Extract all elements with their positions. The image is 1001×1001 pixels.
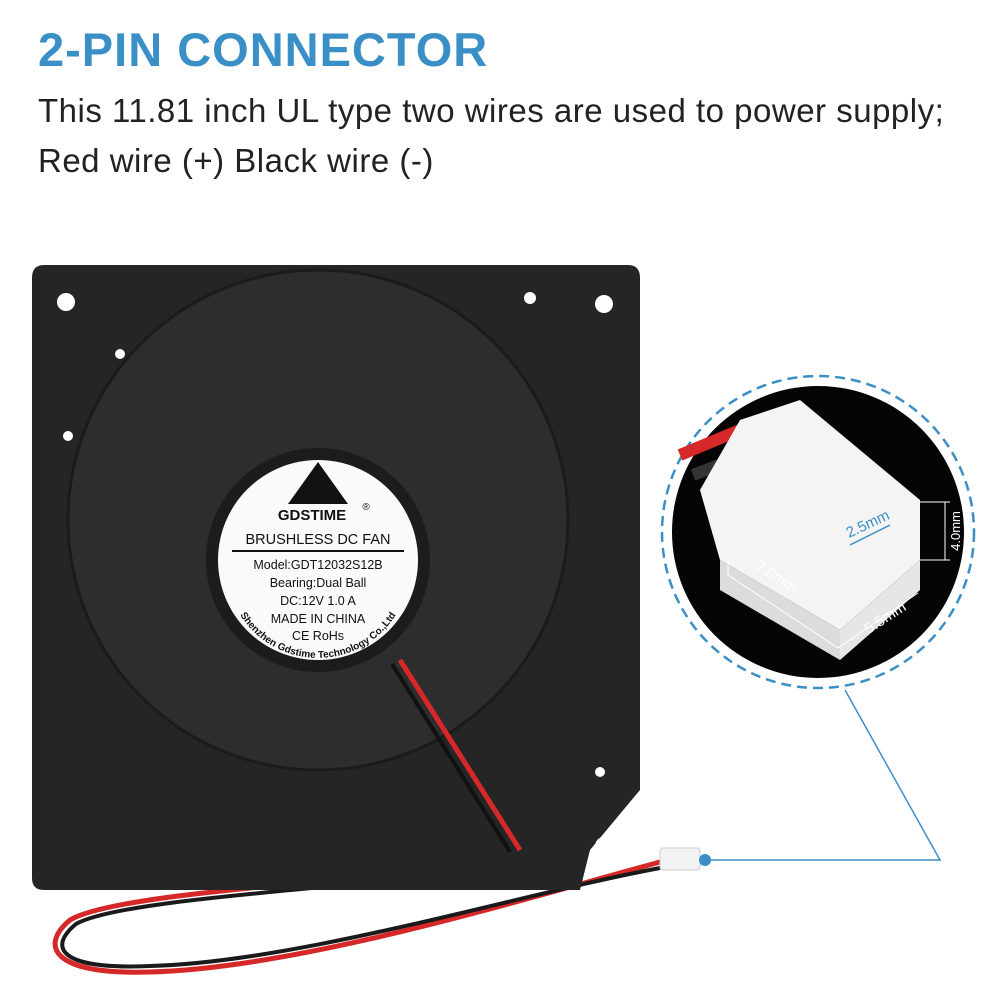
svg-text:BRUSHLESS DC FAN: BRUSHLESS DC FAN <box>245 532 390 548</box>
svg-text:MADE IN CHINA: MADE IN CHINA <box>271 612 366 626</box>
svg-text:CE RoHs: CE RoHs <box>292 629 344 643</box>
svg-text:Model:GDT12032S12B: Model:GDT12032S12B <box>253 558 382 572</box>
svg-text:Bearing:Dual Ball: Bearing:Dual Ball <box>270 576 367 590</box>
mounting-holes <box>57 292 613 855</box>
description: This 11.81 inch UL type two wires are us… <box>38 92 945 179</box>
brand-logo: GDSTIME <box>278 507 346 524</box>
svg-text:DC:12V 1.0 A: DC:12V 1.0 A <box>280 594 356 608</box>
svg-text:®: ® <box>362 502 370 513</box>
page-title: 2-PIN CONNECTOR <box>38 23 489 76</box>
connector-plug <box>659 847 701 871</box>
dim-height: 4.0mm <box>948 511 963 551</box>
fan-label <box>218 460 418 660</box>
